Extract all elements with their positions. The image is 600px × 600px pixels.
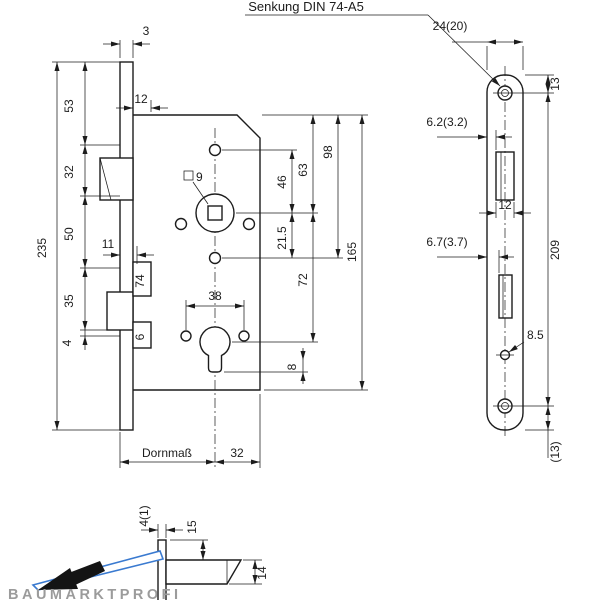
latch-bolt <box>99 157 134 201</box>
dim-21-5-label: 21.5 <box>275 226 289 250</box>
cylinder-fixing-hole <box>238 330 250 342</box>
dim-50-label: 50 <box>62 227 76 241</box>
faceplate-front-view: 24(20) 13 6.2(3.2) 12 6.7(3.7) 209 8.5 (… <box>426 19 562 463</box>
dim-32-label: 32 <box>62 165 76 179</box>
dim-12-label: 12 <box>134 92 148 106</box>
title-callout: Senkung DIN 74-A5 <box>245 0 501 87</box>
dim-12-slot-label: 12 <box>498 198 512 212</box>
dim-209-label: 209 <box>548 240 562 260</box>
faceplate-edge <box>119 61 134 431</box>
dim-72-label: 72 <box>296 273 310 287</box>
square-9-leader <box>192 181 209 205</box>
boxed-dim-6-frame <box>132 321 152 349</box>
dim-98-label: 98 <box>321 145 335 159</box>
dim-74-boxed-label: 74 <box>133 274 147 288</box>
square-symbol-icon <box>183 170 194 181</box>
screw-post-hole <box>208 143 222 157</box>
dim-11-label: 11 <box>102 237 115 251</box>
latch-opening <box>495 151 515 201</box>
dim-6-7-label: 6.7(3.7) <box>426 235 467 249</box>
dim-3-label: 3 <box>143 24 150 38</box>
boxed-dim-74-frame <box>132 261 152 297</box>
deadbolt-opening <box>498 274 513 319</box>
backset-32-label: 32 <box>230 446 244 460</box>
leader-8-5 <box>508 341 525 353</box>
dim-35-label: 35 <box>62 294 76 308</box>
latch-detail-view: 4(1) 15 14 <box>137 505 269 600</box>
dim-235-label: 235 <box>35 238 49 258</box>
logo-black-arrowhead-icon <box>38 568 78 590</box>
dead-bolt <box>106 291 134 331</box>
lock-case <box>133 114 261 391</box>
brand-logo: BAUMARKTPROFI <box>8 550 182 600</box>
dim-square-9-label: 9 <box>196 170 203 184</box>
brand-watermark: BAUMARKTPROFI <box>8 587 182 600</box>
dim-4-label: 4 <box>60 339 74 346</box>
screw-post-hole <box>242 217 256 231</box>
dim-13-top-label: 13 <box>548 77 562 91</box>
dim-13-bottom-label: (13) <box>548 441 562 462</box>
countersink-spec-label: Senkung DIN 74-A5 <box>248 0 364 14</box>
dim-15-label: 15 <box>185 520 199 534</box>
latch-bevel-line <box>99 157 112 201</box>
dim-53-label: 53 <box>62 99 76 113</box>
main-lock-view: 3 12 53 32 50 35 4 235 11 74 6 9 38 46 2… <box>35 24 368 470</box>
screw-post-hole <box>174 217 188 231</box>
title-leader-line <box>427 14 501 87</box>
backset-label: Dornmaß <box>142 446 192 460</box>
cylinder-fixing-hole <box>180 330 192 342</box>
dim-38-label: 38 <box>208 289 222 303</box>
follower-hub <box>195 193 235 233</box>
dim-14-label: 14 <box>255 566 269 580</box>
extension-lines <box>452 41 554 458</box>
dim-63-label: 63 <box>296 163 310 177</box>
euro-cylinder-hole <box>199 326 231 373</box>
dim-46-label: 46 <box>275 175 289 189</box>
dim-6-boxed-label: 6 <box>133 333 147 340</box>
screw-post-hole <box>208 251 222 265</box>
dim-24-label: 24(20) <box>433 19 468 33</box>
follower-square-hole <box>207 205 223 221</box>
latch-bolt-detail <box>165 559 243 585</box>
dim-165-label: 165 <box>345 242 359 262</box>
dim-4-1-label: 4(1) <box>137 505 151 526</box>
logo-black-shaft <box>66 561 105 586</box>
dim-8-label: 8 <box>285 363 299 370</box>
dim-8-5-label: 8.5 <box>527 328 544 342</box>
dim-6-2-label: 6.2(3.2) <box>426 115 467 129</box>
